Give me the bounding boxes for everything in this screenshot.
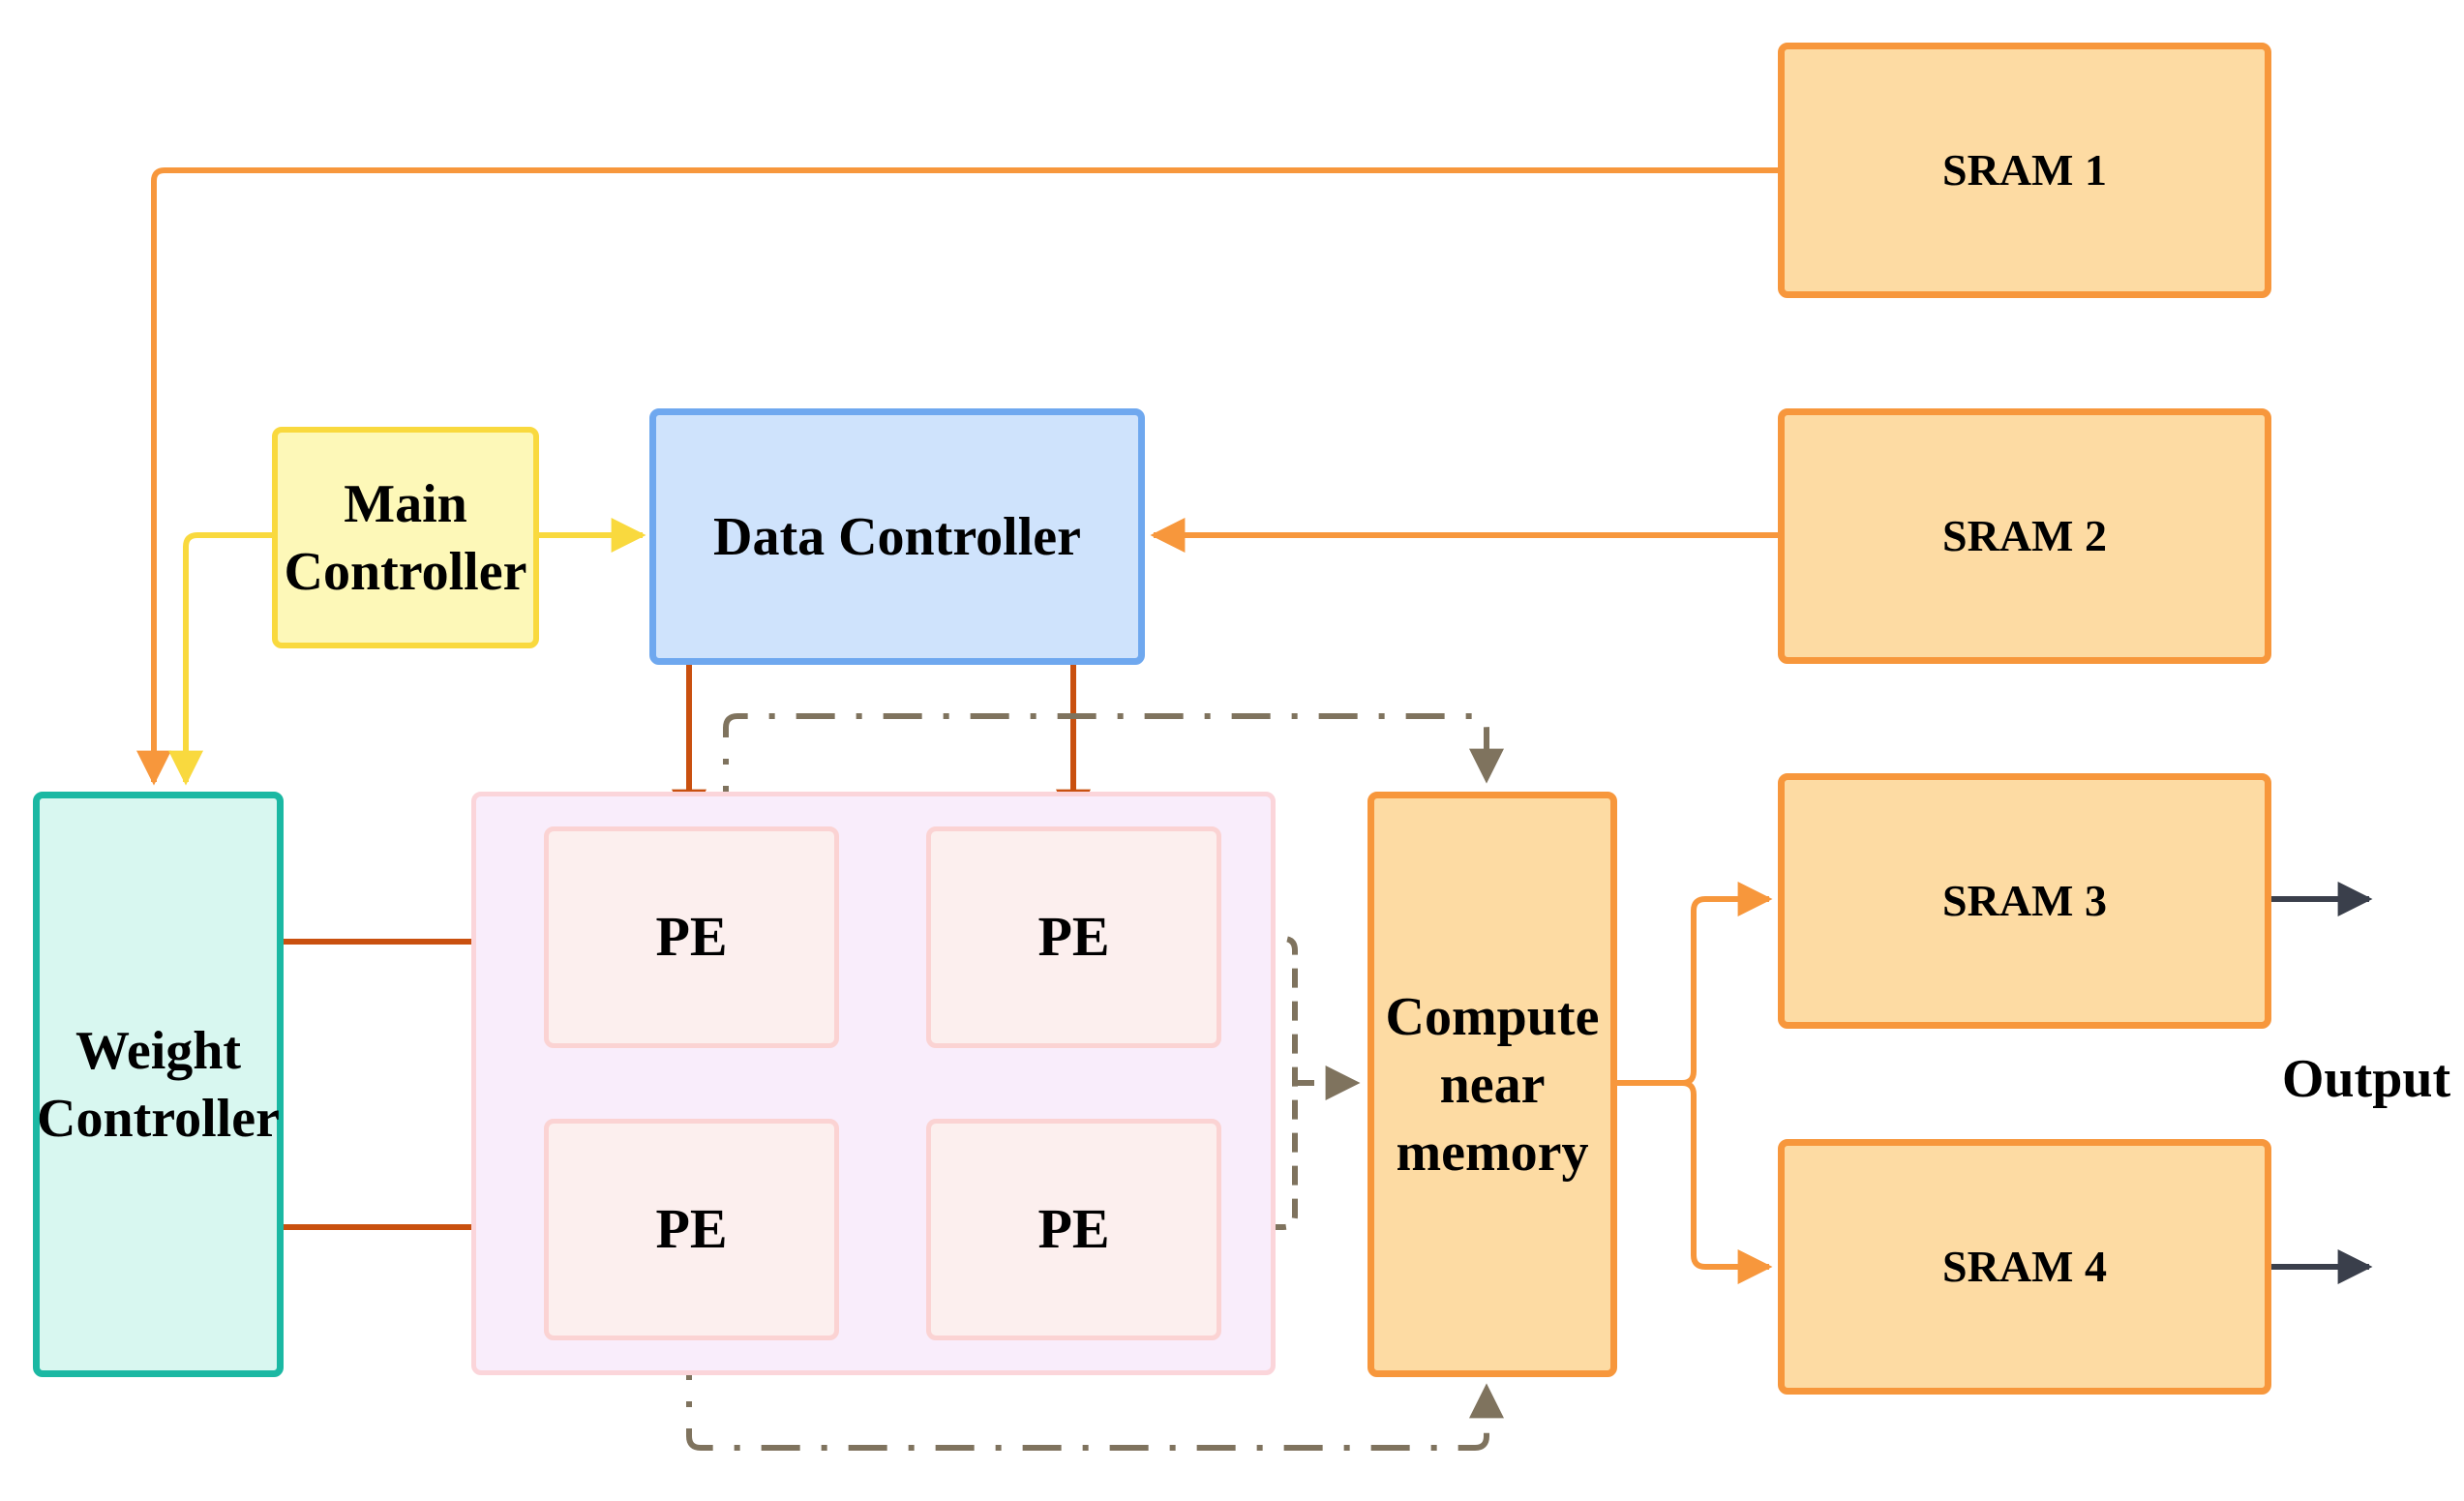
compute-near-memory-block: Compute near memory (1367, 792, 1617, 1377)
sram-3-block: SRAM 3 (1778, 773, 2271, 1029)
weight-controller-label-line2: Controller (37, 1088, 280, 1149)
arrow-compute-to-sram4 (1681, 1080, 1773, 1284)
compute-near-memory-label-line3: memory (1396, 1122, 1589, 1183)
pe-block-r2c1: PE (544, 1119, 839, 1340)
arrow-pe-top-to-compute-near-memory (723, 713, 1504, 825)
sram-2-block: SRAM 2 (1778, 408, 2271, 664)
sram-4-label: SRAM 4 (1942, 1242, 2107, 1292)
pe-label: PE (1037, 1197, 1110, 1261)
main-controller-label-line2: Controller (284, 541, 527, 602)
sram-1-label: SRAM 1 (1942, 145, 2107, 195)
sram-3-label: SRAM 3 (1942, 876, 2107, 926)
output-label: Output (2281, 1049, 2451, 1109)
pe-block-r1c2: PE (926, 826, 1221, 1048)
arrow-compute-to-sram3 (1617, 882, 1773, 1086)
compute-near-memory-label-line2: near (1439, 1054, 1546, 1115)
arrow-pe-bottom-to-compute-near-memory (686, 1341, 1504, 1451)
arrow-sram1-to-weight-controller (136, 167, 1778, 786)
weight-controller-block: Weight Controller (33, 792, 284, 1377)
weight-controller-label-line1: Weight (75, 1020, 242, 1081)
pe-block-r2c2: PE (926, 1119, 1221, 1340)
compute-near-memory-label-line1: Compute (1385, 986, 1600, 1047)
pe-label: PE (655, 905, 728, 969)
pe-label: PE (1037, 905, 1110, 969)
pe-block-r1c1: PE (544, 826, 839, 1048)
main-controller-label-line1: Main (344, 473, 467, 534)
sram-1-block: SRAM 1 (1778, 43, 2271, 298)
data-controller-label: Data Controller (713, 506, 1081, 567)
arrow-main-to-weight-controller (168, 532, 272, 786)
main-controller-block: Main Controller (272, 427, 539, 648)
data-controller-block: Data Controller (649, 408, 1145, 665)
sram-4-block: SRAM 4 (1778, 1139, 2271, 1395)
pe-label: PE (655, 1197, 728, 1261)
sram-2-label: SRAM 2 (1942, 511, 2107, 561)
